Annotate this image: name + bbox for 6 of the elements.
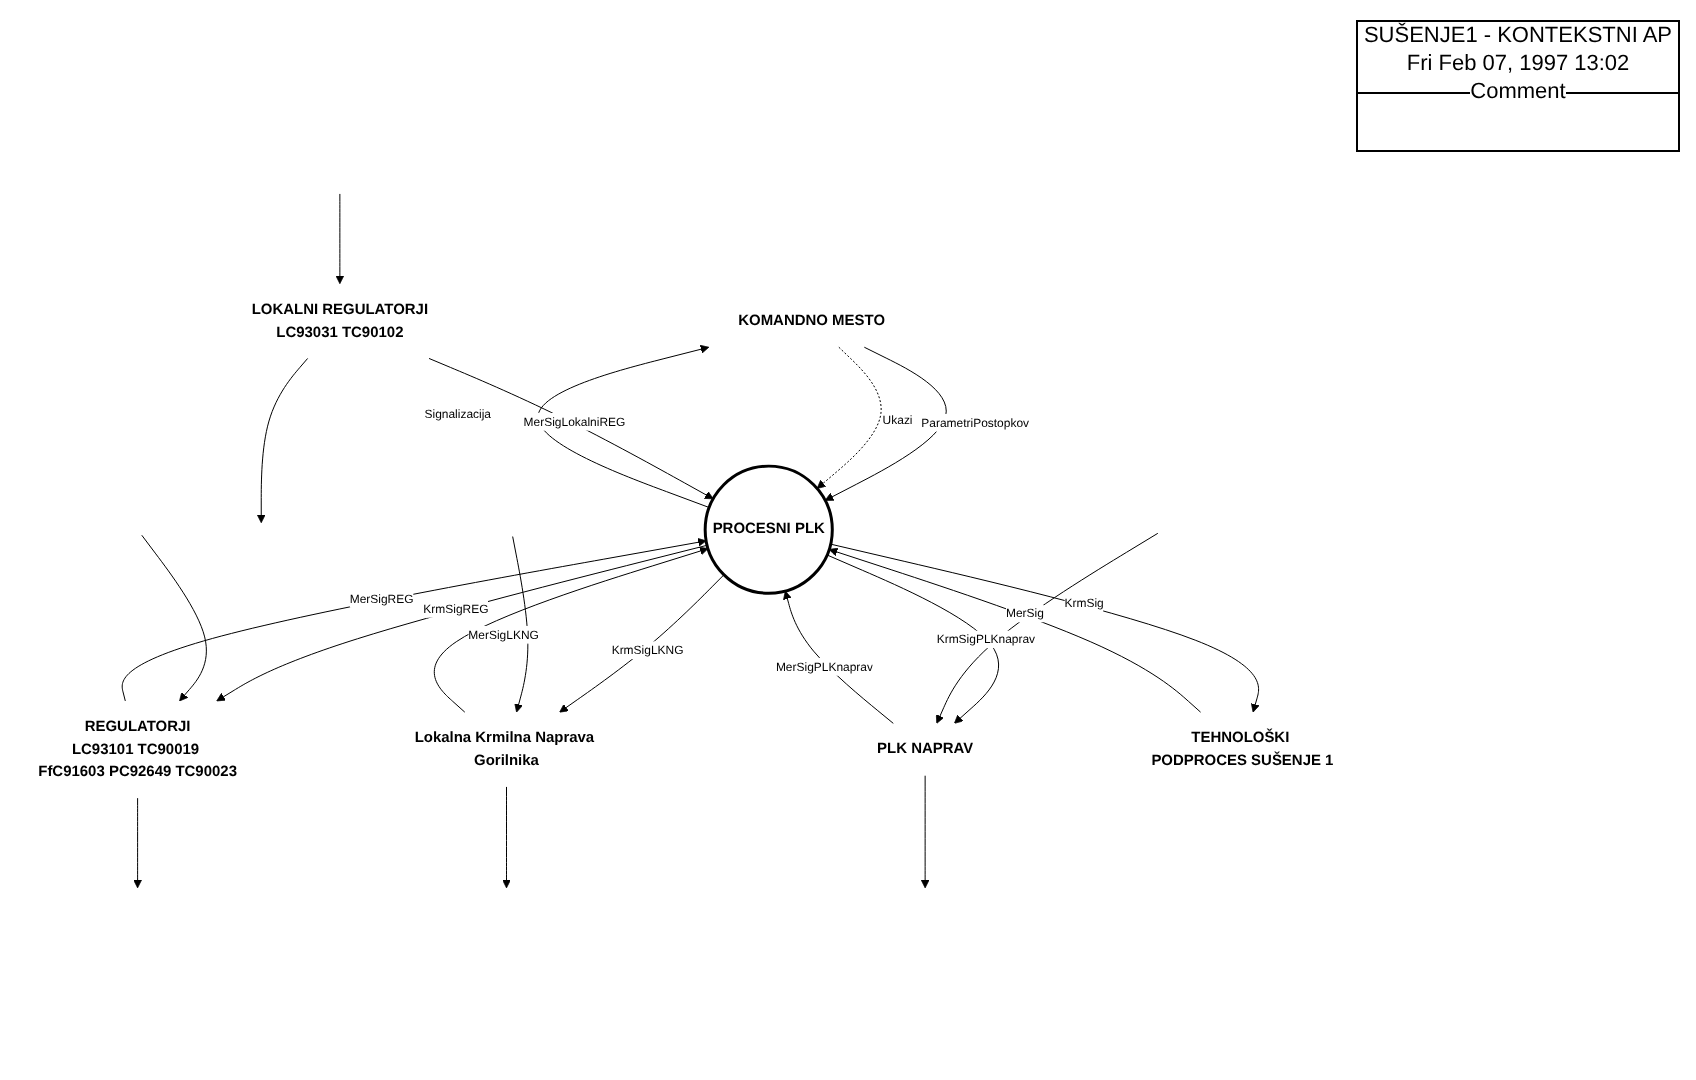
arrow	[920, 774, 930, 888]
arrow	[121, 537, 707, 701]
title-text: SUŠENJE1 - KONTEKSTNI AP	[1361, 22, 1675, 50]
comment-heading: Comment	[1358, 78, 1678, 106]
title-text: Fri Feb 07, 1997 13:02	[1404, 50, 1632, 78]
arrow	[141, 533, 207, 701]
